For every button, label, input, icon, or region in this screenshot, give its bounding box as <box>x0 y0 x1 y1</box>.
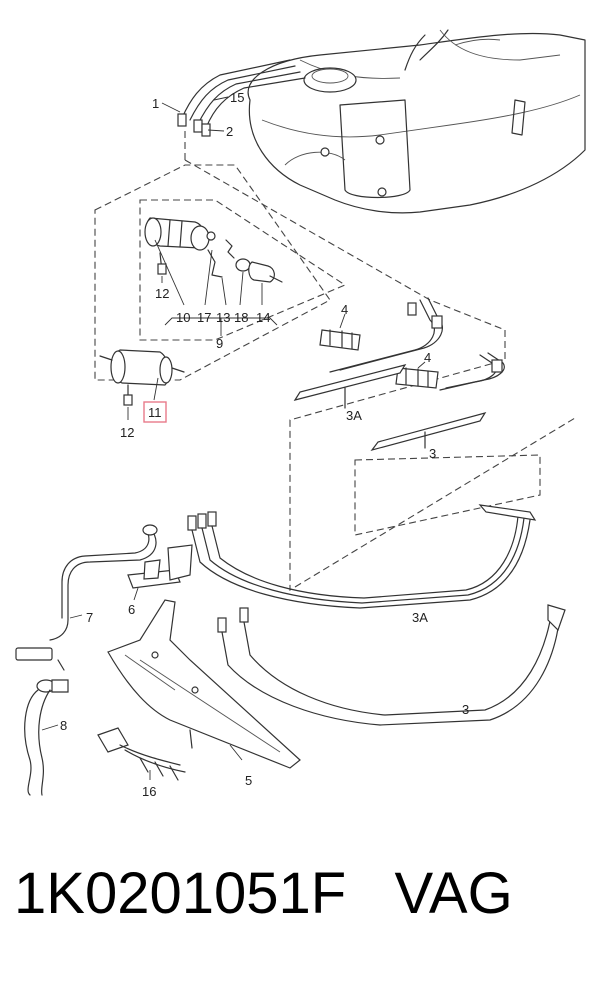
fuel-tank <box>247 29 586 214</box>
callout-3A-lower: 3A <box>412 610 428 625</box>
callout-9: 9 <box>216 336 223 351</box>
callout-12-upper: 12 <box>155 286 169 301</box>
callout-3-lower: 3 <box>462 702 469 717</box>
lower-fuel-lines <box>187 504 566 726</box>
upper-trim-strips <box>293 364 487 452</box>
upper-line-bundle <box>329 297 505 391</box>
callout-8: 8 <box>60 718 67 733</box>
callout-14: 14 <box>256 310 270 325</box>
assembly-frames <box>94 130 576 591</box>
fuel-pump-assembly <box>144 217 283 336</box>
callout-1: 1 <box>152 96 159 111</box>
cover-plate-5 <box>107 599 301 769</box>
upper-line-clips <box>319 313 439 389</box>
callout-17: 17 <box>197 310 211 325</box>
hose-8 <box>24 679 69 796</box>
caption-gap <box>346 861 394 926</box>
wiring-connector-16 <box>97 727 186 781</box>
callout-7: 7 <box>86 610 93 625</box>
fuel-filter <box>99 349 185 420</box>
callout-12-lower: 12 <box>120 425 134 440</box>
part-number: 1K0201051F <box>14 861 347 926</box>
fuel-system-exploded-diagram: 1 15 2 12 10 17 13 18 14 9 11 12 4 4 3A … <box>15 29 586 799</box>
callout-3A-upper: 3A <box>346 408 362 423</box>
callout-3-upper: 3 <box>429 446 436 461</box>
callout-16: 16 <box>142 784 156 799</box>
callout-4-left: 4 <box>341 302 348 317</box>
callout-labels: 1 15 2 12 10 17 13 18 14 9 11 12 4 4 3A … <box>60 90 469 799</box>
callout-2: 2 <box>226 124 233 139</box>
callout-10: 10 <box>176 310 190 325</box>
tank-fuel-lines <box>161 59 306 137</box>
callout-5: 5 <box>245 773 252 788</box>
callout-6: 6 <box>128 602 135 617</box>
callout-11: 11 <box>148 405 162 420</box>
callout-4-right: 4 <box>424 350 431 365</box>
brand-name: VAG <box>394 861 513 926</box>
highlight-box-11 <box>143 401 167 423</box>
callout-18: 18 <box>234 310 248 325</box>
part-number-caption: 1K0201051F VAG <box>14 860 513 927</box>
callout-15: 15 <box>230 90 244 105</box>
callout-13: 13 <box>216 310 230 325</box>
vent-hose-and-bracket <box>15 524 193 671</box>
